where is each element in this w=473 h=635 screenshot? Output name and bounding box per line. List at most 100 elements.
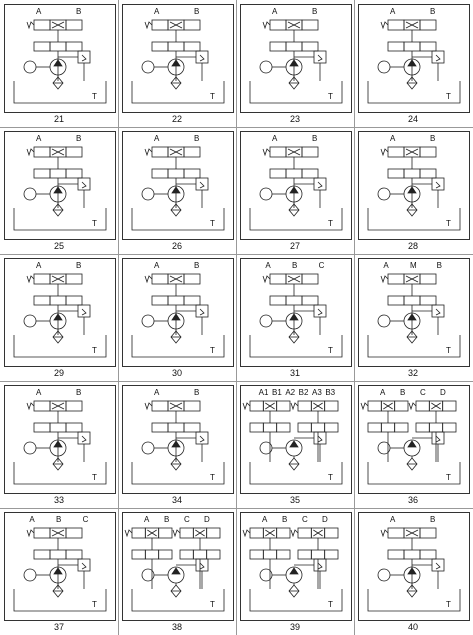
motor-symbol: [259, 314, 273, 328]
valve-spool-square: [403, 295, 421, 306]
valve-spool-square: [249, 549, 264, 560]
filter-symbol: [288, 203, 300, 217]
motor-symbol: [377, 60, 391, 74]
valve-spool-square: [65, 41, 83, 52]
tank-bracket: [249, 208, 343, 231]
tank-bracket: [13, 81, 107, 104]
grid-divider: [354, 0, 355, 635]
filter-symbol: [406, 76, 418, 90]
valve-spool-square: [249, 400, 264, 412]
valve-spool-square: [262, 549, 278, 560]
port-label: B: [76, 7, 82, 16]
port-label: A: [36, 7, 42, 16]
valve-spool-square: [269, 146, 287, 158]
valve-spool-square: [301, 146, 319, 158]
valve-spool-square: [144, 549, 160, 560]
valve-spool-square: [33, 400, 51, 412]
hydraulic-schematic: [249, 273, 343, 358]
tank-bracket: [367, 81, 461, 104]
hydraulic-schematic: [242, 527, 343, 612]
port-label: B: [76, 134, 82, 143]
valve-spool-square: [167, 422, 185, 433]
port-label: A: [390, 515, 396, 524]
port-label: B: [292, 261, 298, 270]
tank-label: T: [446, 600, 451, 609]
valve-spool-square: [269, 168, 287, 179]
motor-symbol: [377, 568, 391, 582]
valve-spool-square: [419, 41, 437, 52]
valve-spool-square: [419, 146, 437, 158]
tank-bracket: [367, 462, 461, 485]
tank-label: T: [328, 473, 333, 482]
diagram-frame: [240, 4, 352, 113]
valve-spool-square: [206, 549, 221, 560]
hydraulic-schematic: [13, 19, 107, 104]
grid-divider: [0, 508, 473, 509]
hydraulic-schematic: [367, 19, 461, 104]
valve-spool-square: [49, 295, 67, 306]
filter-symbol: [52, 584, 64, 598]
valve-spool-square: [442, 422, 457, 433]
grid-divider: [236, 0, 237, 635]
valve-spool-square: [183, 19, 201, 31]
port-label: B: [164, 515, 170, 524]
tank-bracket: [131, 589, 225, 612]
hydraulic-schematic: [13, 273, 107, 358]
valve-spool-square: [65, 527, 83, 539]
filter-symbol: [406, 203, 418, 217]
filter-symbol: [406, 457, 418, 471]
valve-spool-square: [387, 549, 405, 560]
hydraulic-schematic: [360, 400, 461, 485]
valve-spool-square: [387, 527, 405, 539]
valve-spool-square: [324, 422, 339, 433]
diagram-frame: [122, 131, 234, 240]
diagram-frame: [240, 385, 352, 494]
valve-spool-square: [49, 422, 67, 433]
diagram-frame: [4, 4, 116, 113]
hydraulic-schematic: [249, 19, 343, 104]
diagram-number: 33: [53, 495, 64, 505]
diagram-frame: [122, 258, 234, 367]
diagram-number: 36: [407, 495, 418, 505]
valve-spool-square: [33, 146, 51, 158]
tank-bracket: [13, 589, 107, 612]
valve-spool-square: [367, 422, 382, 433]
motor-symbol: [377, 314, 391, 328]
hydraulic-schematic: [124, 527, 225, 612]
motor-symbol: [259, 60, 273, 74]
grid-divider: [0, 254, 473, 255]
filter-symbol: [170, 584, 182, 598]
diagram-frame: [4, 258, 116, 367]
valve-spool-square: [179, 549, 194, 560]
valve-spool-square: [65, 549, 83, 560]
valve-spool-square: [151, 422, 169, 433]
valve-spool-square: [324, 549, 339, 560]
diagram-frame: [240, 258, 352, 367]
port-label: A: [154, 388, 160, 397]
diagram-frame: [4, 131, 116, 240]
tank-label: T: [210, 346, 215, 355]
diagram-number: 31: [289, 368, 300, 378]
port-label: A: [390, 134, 396, 143]
motor-symbol: [23, 441, 37, 455]
filter-symbol: [288, 457, 300, 471]
tank-label: T: [446, 92, 451, 101]
valve-spool-square: [415, 422, 430, 433]
valve-spool-square: [49, 549, 67, 560]
port-label: A3: [312, 388, 322, 397]
port-label: B: [282, 515, 288, 524]
valve-spool-square: [183, 168, 201, 179]
motor-symbol: [377, 187, 391, 201]
valve-spool-square: [301, 273, 319, 285]
hydraulic-schematic: [131, 400, 225, 485]
port-label: A: [272, 134, 278, 143]
valve-spool-square: [65, 146, 83, 158]
hydraulic-schematic: [249, 146, 343, 231]
hydraulic-schematic: [367, 527, 461, 612]
valve-spool-square: [276, 549, 291, 560]
